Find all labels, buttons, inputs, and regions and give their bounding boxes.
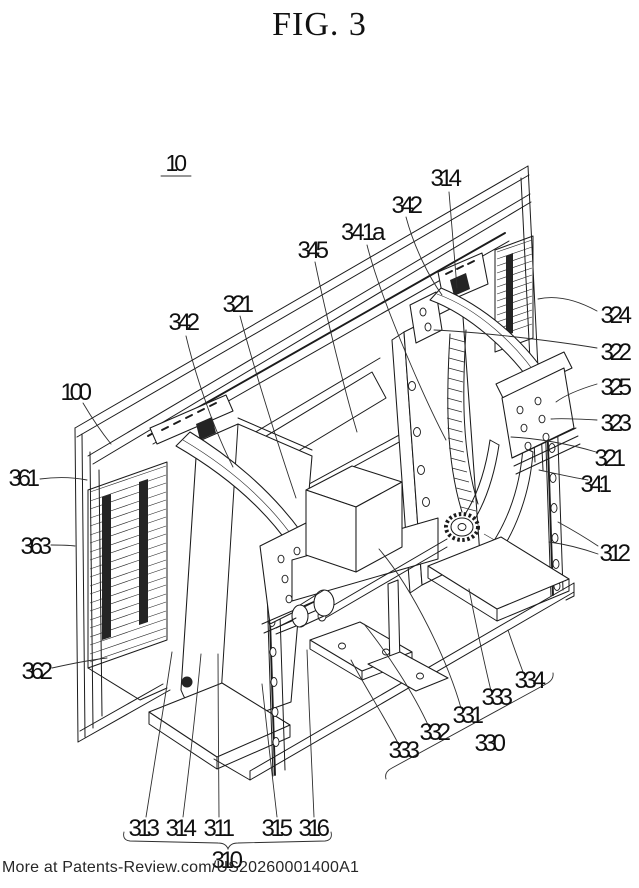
ref-label-363: 363 <box>21 533 52 560</box>
ref-label-341: 341 <box>581 471 612 498</box>
ref-label-316: 316 <box>299 815 330 842</box>
bracket-right <box>495 351 581 475</box>
ref-label-341a: 341a <box>341 219 386 246</box>
ref-label-314-top: 314 <box>431 165 462 192</box>
ref-label-333-left: 333 <box>389 737 420 764</box>
ref-label-362: 362 <box>22 658 53 685</box>
roller-cylinder <box>275 589 335 635</box>
ref-label-310: 310 <box>212 847 243 874</box>
pinion-gear <box>444 512 480 542</box>
right-vent-slats <box>494 235 534 353</box>
motor-box <box>305 465 403 573</box>
ref-label-100: 100 <box>61 379 92 406</box>
reference-labels: 10 314 342 341a 345 321 342 100 361 363 … <box>9 150 633 874</box>
ref-label-322: 322 <box>601 339 632 366</box>
ref-label-321-left: 321 <box>223 291 254 318</box>
ref-label-332: 332 <box>420 719 451 746</box>
ref-label-330: 330 <box>475 730 506 757</box>
ref-label-324: 324 <box>601 302 632 329</box>
ref-label-323: 323 <box>601 410 632 437</box>
left-vent-slats <box>87 461 168 701</box>
footer-watermark: More at Patents-Review.com/US20260001400… <box>2 859 360 876</box>
top-bracket-left <box>149 394 234 445</box>
ref-label-313: 313 <box>129 815 160 842</box>
ref-label-10: 10 <box>166 150 187 176</box>
ref-label-342-left: 342 <box>169 309 200 336</box>
leader-lines <box>39 175 599 851</box>
ref-label-321-right: 321 <box>595 445 626 472</box>
ref-label-334: 334 <box>515 667 546 694</box>
ref-label-311: 311 <box>204 815 235 842</box>
ref-label-312: 312 <box>600 540 631 567</box>
ref-label-325: 325 <box>601 374 632 401</box>
ref-label-342-top: 342 <box>392 192 423 219</box>
ref-label-361: 361 <box>9 465 40 492</box>
ref-label-315: 315 <box>262 815 293 842</box>
gear-rack <box>446 329 479 513</box>
right-support-column <box>391 252 581 622</box>
ref-label-345: 345 <box>298 237 329 264</box>
ref-label-314-bottom: 314 <box>166 815 197 842</box>
ref-label-331: 331 <box>453 702 484 729</box>
motor-assembly <box>275 465 480 692</box>
figure-title: FIG. 3 <box>272 6 367 43</box>
ref-label-333-right: 333 <box>482 684 513 711</box>
